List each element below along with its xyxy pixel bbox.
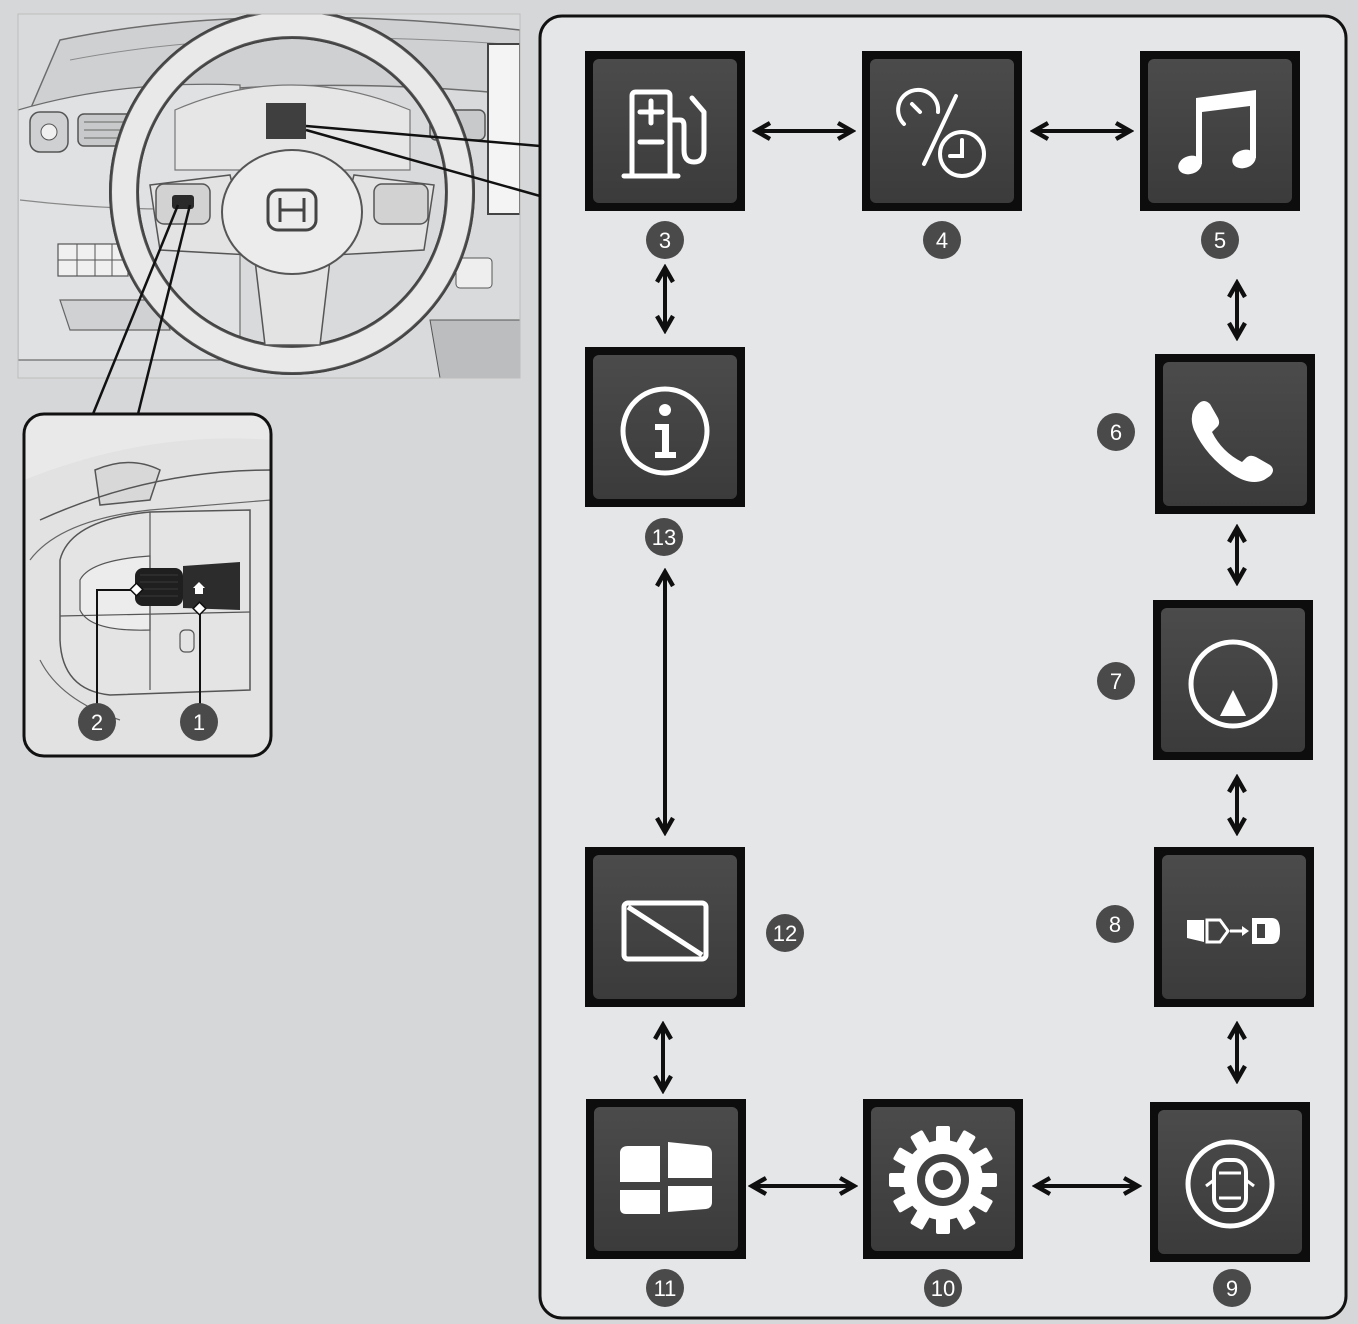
svg-text:1: 1 [193, 710, 205, 735]
split-screen-icon [620, 1142, 712, 1214]
callout-13: 13 [645, 518, 683, 556]
svg-text:13: 13 [652, 525, 676, 550]
callout-numbers: 1 2 3 4 5 6 7 8 9 10 11 12 13 [78, 221, 1251, 1307]
display-leader-lines [305, 124, 541, 198]
phone-icon [1191, 401, 1273, 482]
callout-6: 6 [1097, 413, 1135, 451]
svg-text:9: 9 [1226, 1276, 1238, 1301]
screen-tile-split [586, 1099, 746, 1259]
screen-tile-seatbelt [1154, 847, 1314, 1007]
fuel-economy-icon [621, 89, 707, 179]
svg-text:3: 3 [659, 228, 671, 253]
svg-text:5: 5 [1214, 228, 1226, 253]
door-status-icon [1185, 1139, 1275, 1229]
callout-9: 9 [1213, 1269, 1251, 1307]
home-button-icon [193, 582, 205, 594]
callout-12: 12 [766, 914, 804, 952]
screen-tile-vehicle [1150, 1102, 1310, 1262]
brand-logo [266, 188, 318, 232]
screen-tile-blank [585, 847, 745, 1007]
callout-2: 2 [78, 703, 116, 741]
blank-screen-icon [621, 900, 709, 962]
steering-switch-inset [22, 412, 273, 758]
callout-10: 10 [924, 1269, 962, 1307]
callout-3: 3 [646, 221, 684, 259]
selector-wheel [135, 568, 183, 606]
screen-tile-audio [1140, 51, 1300, 211]
callout-4: 4 [923, 221, 961, 259]
settings-gear-icon [889, 1126, 997, 1234]
svg-text:6: 6 [1110, 420, 1122, 445]
svg-text:7: 7 [1110, 669, 1122, 694]
screen-tile-navigation [1153, 600, 1313, 760]
callout-11: 11 [646, 1269, 684, 1307]
svg-text:2: 2 [91, 710, 103, 735]
speed-time-icon [896, 87, 986, 178]
screen-tile-fuel [585, 51, 745, 211]
display-marker [266, 103, 306, 139]
svg-text:11: 11 [654, 1276, 677, 1301]
callout-1: 1 [180, 703, 218, 741]
screen-tile-speed-time [862, 51, 1022, 211]
callout-5: 5 [1201, 221, 1239, 259]
screen-tile-phone [1155, 354, 1315, 514]
screen-tile-settings [863, 1099, 1023, 1259]
callout-7: 7 [1097, 662, 1135, 700]
information-icon [620, 386, 710, 476]
navigation-compass-icon [1188, 639, 1278, 729]
music-note-icon [1178, 90, 1256, 175]
callout-8: 8 [1096, 905, 1134, 943]
screen-tile-info [585, 347, 745, 507]
svg-text:8: 8 [1109, 912, 1121, 937]
navigation-arrows [663, 131, 1237, 1186]
inset-leader-lines [91, 204, 192, 415]
seatbelt-reminder-icon [1187, 918, 1280, 944]
dashboard-illustration [17, 13, 521, 379]
svg-text:10: 10 [931, 1276, 955, 1301]
svg-text:12: 12 [773, 921, 797, 946]
svg-text:4: 4 [936, 228, 948, 253]
